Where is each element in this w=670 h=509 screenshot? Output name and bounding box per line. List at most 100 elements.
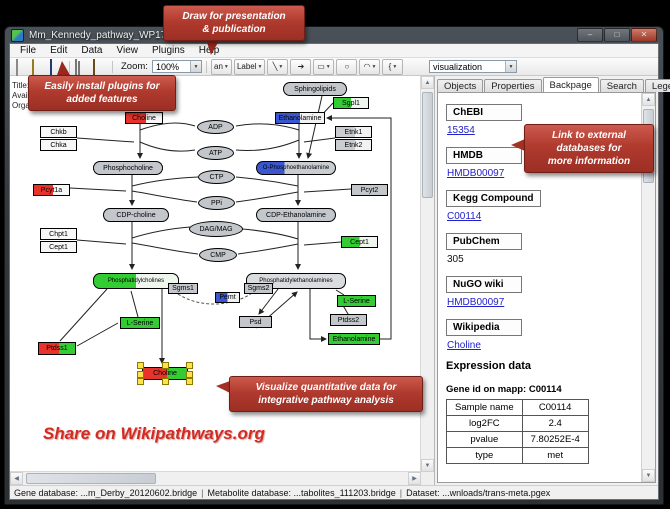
pathway-node-sgms1[interactable]: Sgms1 — [168, 283, 198, 294]
draw-area[interactable]: Title:Availability:Organism: Sphingolipi… — [10, 76, 421, 472]
pathway-node-ptdss2[interactable]: Ptdss2 — [330, 314, 367, 326]
database-link[interactable]: HMDB00097 — [447, 168, 505, 179]
pathway-node-cept1-right[interactable]: Cept1 — [341, 236, 378, 248]
window-controls: – □ ✕ — [577, 28, 657, 42]
chevron-down-icon[interactable]: ▼ — [505, 61, 516, 72]
arc-tool-icon: ◠ — [363, 62, 371, 71]
scroll-up-icon[interactable]: ▲ — [642, 93, 655, 106]
pathway-node-cept1-left[interactable]: Cept1 — [40, 241, 77, 253]
arrow-tool[interactable]: ➔ — [290, 58, 312, 75]
pathway-node-sphingolipids[interactable]: Sphingolipids — [283, 82, 347, 96]
copy-icon[interactable] — [74, 59, 90, 78]
canvas-vertical-scrollbar[interactable]: ▲ ▼ — [420, 76, 434, 472]
pathway-node-phosphatidylcholines[interactable]: Phosphatidylcholines — [93, 273, 179, 289]
canvas-horizontal-scrollbar[interactable]: ◀ ▶ — [10, 471, 421, 485]
new-file-icon[interactable] — [13, 59, 29, 78]
tab-legend[interactable]: Legend — [644, 79, 670, 92]
menu-plugins[interactable]: Plugins — [151, 45, 185, 56]
ellipse-tool[interactable]: ○ — [336, 58, 358, 75]
scroll-down-icon[interactable]: ▼ — [642, 469, 655, 482]
database-link[interactable]: 15354 — [447, 125, 475, 136]
scrollbar-thumb[interactable] — [422, 92, 433, 198]
pathway-node-sgms2[interactable]: Sgms2 — [244, 283, 273, 294]
status-separator: | — [399, 487, 403, 498]
open-folder-icon[interactable] — [31, 59, 47, 78]
pathway-canvas[interactable]: Title:Availability:Organism: Sphingolipi… — [10, 76, 435, 485]
pathway-node-ppi[interactable]: PPi — [198, 196, 235, 210]
selection-handle[interactable] — [162, 362, 169, 369]
minimize-button[interactable]: – — [577, 28, 603, 42]
chevron-down-icon: ▼ — [371, 63, 377, 70]
pathway-node-pemt[interactable]: Pemt — [215, 292, 240, 303]
pathway-node-chka[interactable]: Chka — [40, 139, 77, 151]
pathway-node-dag-mag[interactable]: DAG/MAG — [189, 221, 243, 237]
menu-view[interactable]: View — [116, 45, 138, 56]
close-button[interactable]: ✕ — [631, 28, 657, 42]
scroll-left-icon[interactable]: ◀ — [10, 472, 23, 485]
menu-edit[interactable]: Edit — [50, 45, 68, 56]
pathway-node-adp[interactable]: ADP — [197, 120, 234, 134]
selection-handle[interactable] — [186, 370, 193, 378]
pathway-node-o-phosphoethanolamine[interactable]: O-Phosphoethanolamine — [256, 161, 336, 175]
scroll-down-icon[interactable]: ▼ — [421, 459, 434, 472]
pathway-node-phosphocholine[interactable]: Phosphocholine — [93, 161, 163, 175]
selection-handle[interactable] — [137, 362, 144, 369]
selection-handle[interactable] — [137, 370, 144, 378]
pathway-node-atp[interactable]: ATP — [197, 146, 234, 160]
selection-handle[interactable] — [162, 378, 169, 385]
selection-handle[interactable] — [137, 378, 144, 385]
pathway-node-ctp[interactable]: CTP — [198, 170, 235, 184]
selection-handle[interactable] — [186, 378, 193, 385]
pathway-node-pcyt1a[interactable]: Pcyt1a — [33, 184, 70, 196]
annotation-tool[interactable]: an▼ — [210, 58, 232, 75]
database-value: HMDB00097 — [447, 297, 637, 308]
tab-backpage[interactable]: Backpage — [542, 77, 599, 92]
brace-tool[interactable]: {▼ — [382, 58, 404, 75]
zoom-select[interactable]: 100% ▼ — [151, 60, 202, 73]
scrollbar-thumb[interactable] — [26, 473, 156, 484]
panel-tabs: ObjectsPropertiesBackpageSearchLegend — [435, 76, 670, 92]
pathway-node-etnk1[interactable]: Etnk1 — [335, 126, 372, 138]
tab-search[interactable]: Search — [599, 79, 644, 92]
pathway-node-psd[interactable]: Psd — [239, 316, 272, 328]
label-tool[interactable]: Label▼ — [233, 58, 266, 75]
pathway-node-l-serine-right[interactable]: L-Serine — [337, 295, 376, 307]
database-link[interactable]: C00114 — [447, 211, 482, 222]
pathway-node-cdp-ethanolamine[interactable]: CDP-Ethanolamine — [256, 208, 336, 222]
save-icon[interactable] — [49, 59, 65, 78]
database-link[interactable]: Choline — [447, 340, 481, 351]
pathway-node-ethanolamine-bottom[interactable]: Ethanolamine — [328, 333, 380, 345]
menu-file[interactable]: File — [20, 45, 37, 56]
tab-objects[interactable]: Objects — [437, 79, 484, 92]
pathway-node-cdp-choline[interactable]: CDP-choline — [103, 208, 169, 222]
toolbar: Zoom: 100% ▼ an▼Label▼╲▼➔▭▼○◠▼{▼ visuali… — [10, 58, 658, 78]
database-header: Wikipedia — [446, 319, 522, 336]
pathway-node-ptdss1[interactable]: Ptdss1 — [38, 342, 76, 355]
chevron-down-icon: ▼ — [392, 63, 398, 70]
pathway-node-chpt1[interactable]: Chpt1 — [40, 228, 77, 240]
pathway-node-choline-top[interactable]: Choline — [125, 112, 163, 124]
database-link[interactable]: HMDB00097 — [447, 297, 505, 308]
scroll-right-icon[interactable]: ▶ — [408, 472, 421, 485]
chevron-down-icon[interactable]: ▼ — [189, 61, 201, 72]
pathway-node-etnk2[interactable]: Etnk2 — [335, 139, 372, 151]
pathway-node-pcyt2[interactable]: Pcyt2 — [351, 184, 388, 196]
arc-tool[interactable]: ◠▼ — [359, 58, 381, 75]
pathway-node-l-serine-left[interactable]: L-Serine — [120, 317, 160, 329]
paste-icon[interactable] — [92, 59, 108, 78]
pathway-node-chkb[interactable]: Chkb — [40, 126, 77, 138]
scroll-up-icon[interactable]: ▲ — [421, 76, 434, 89]
title-bar[interactable]: Mm_Kennedy_pathway_WP1771_45176.gp – □ ✕ — [5, 27, 663, 43]
maximize-button[interactable]: □ — [604, 28, 630, 42]
pathway-node-ethanolamine-top[interactable]: Ethanolamine — [275, 112, 325, 124]
visualization-select[interactable]: visualization ▼ — [429, 60, 517, 73]
pathway-node-cmp[interactable]: CMP — [199, 248, 237, 262]
line-tool[interactable]: ╲▼ — [267, 58, 289, 75]
rectangle-tool[interactable]: ▭▼ — [313, 58, 335, 75]
selection-handle[interactable] — [186, 362, 193, 369]
tab-properties[interactable]: Properties — [484, 79, 542, 92]
menu-data[interactable]: Data — [81, 45, 103, 56]
pathway-node-sgpl1[interactable]: Sgpl1 — [333, 97, 369, 109]
